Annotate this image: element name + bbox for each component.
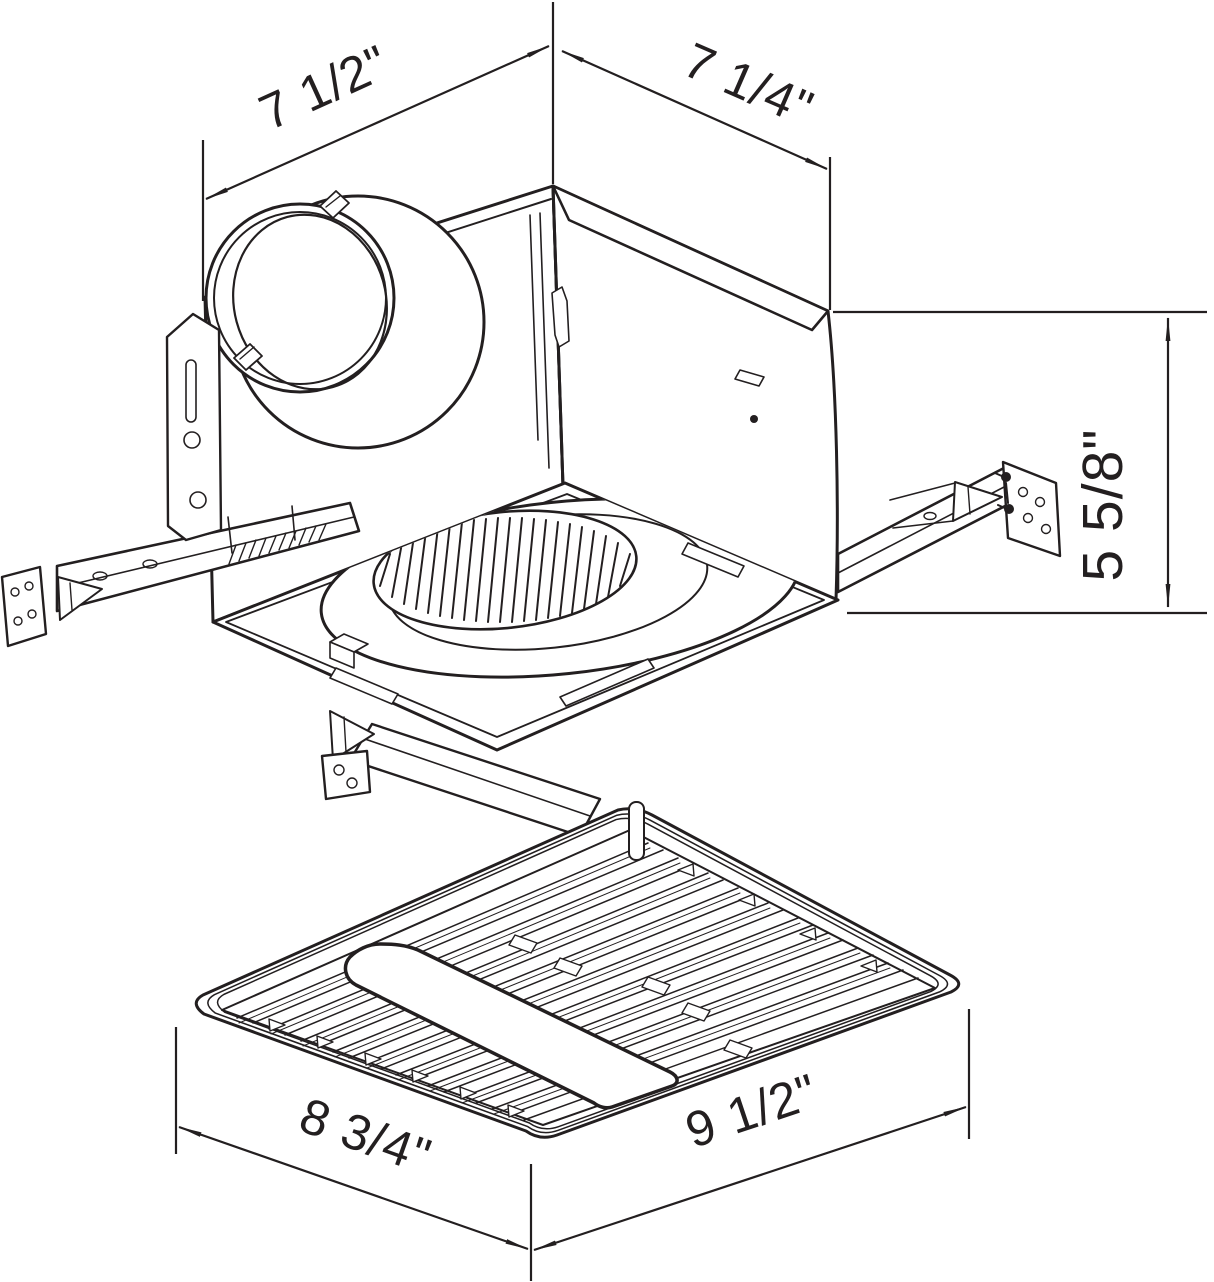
left-hanger-bar — [0, 501, 361, 648]
frame-slot-right — [681, 542, 745, 578]
housing-bottom-frame — [211, 481, 840, 752]
dim-line-housing-width — [205, 44, 550, 201]
grille-louvers — [236, 842, 919, 1121]
dim-label-housing-depth: 7 1/4" — [676, 32, 822, 137]
grille-isometric-view — [194, 801, 961, 1139]
hanger-bar-chevron — [329, 710, 375, 761]
grille-center-band — [343, 942, 679, 1110]
dimension-lines — [178, 44, 1171, 1252]
dim-label-grille-width: 8 3/4" — [293, 1087, 439, 1185]
hanger-bar-chevron — [952, 481, 1003, 522]
frame-slot-left — [329, 667, 399, 705]
dim-line-housing-depth — [561, 49, 828, 171]
housing-side-slot — [734, 369, 765, 387]
dim-label-housing-height: 5 5/8" — [1071, 428, 1135, 581]
dim-line-grille-width — [178, 1125, 529, 1251]
dim-label-housing-width: 7 1/2" — [251, 34, 397, 141]
hanger-bar-chevron — [57, 576, 103, 621]
dim-line-grille-length — [533, 1105, 967, 1252]
fan-housing-isometric-view — [0, 184, 1062, 838]
grille-clips — [268, 863, 878, 1118]
housing-side-knockout — [750, 415, 758, 423]
housing-edge-clip — [551, 286, 570, 348]
blower-fins — [379, 517, 631, 623]
front-hanger-bracket — [320, 710, 602, 838]
frame-slot-front — [559, 658, 655, 707]
right-hanger-bar — [836, 460, 1062, 594]
collar-tab-left — [233, 343, 263, 371]
grille-corner-post — [628, 801, 645, 861]
front-mounting-plate — [320, 749, 372, 801]
extension-lines — [174, 2, 1207, 1281]
blower-assembly — [319, 497, 801, 679]
duct-collar — [204, 190, 486, 450]
hanger-bar-hatch — [228, 523, 327, 565]
housing-bracket-plate — [165, 312, 223, 542]
left-mounting-plate — [0, 565, 48, 648]
